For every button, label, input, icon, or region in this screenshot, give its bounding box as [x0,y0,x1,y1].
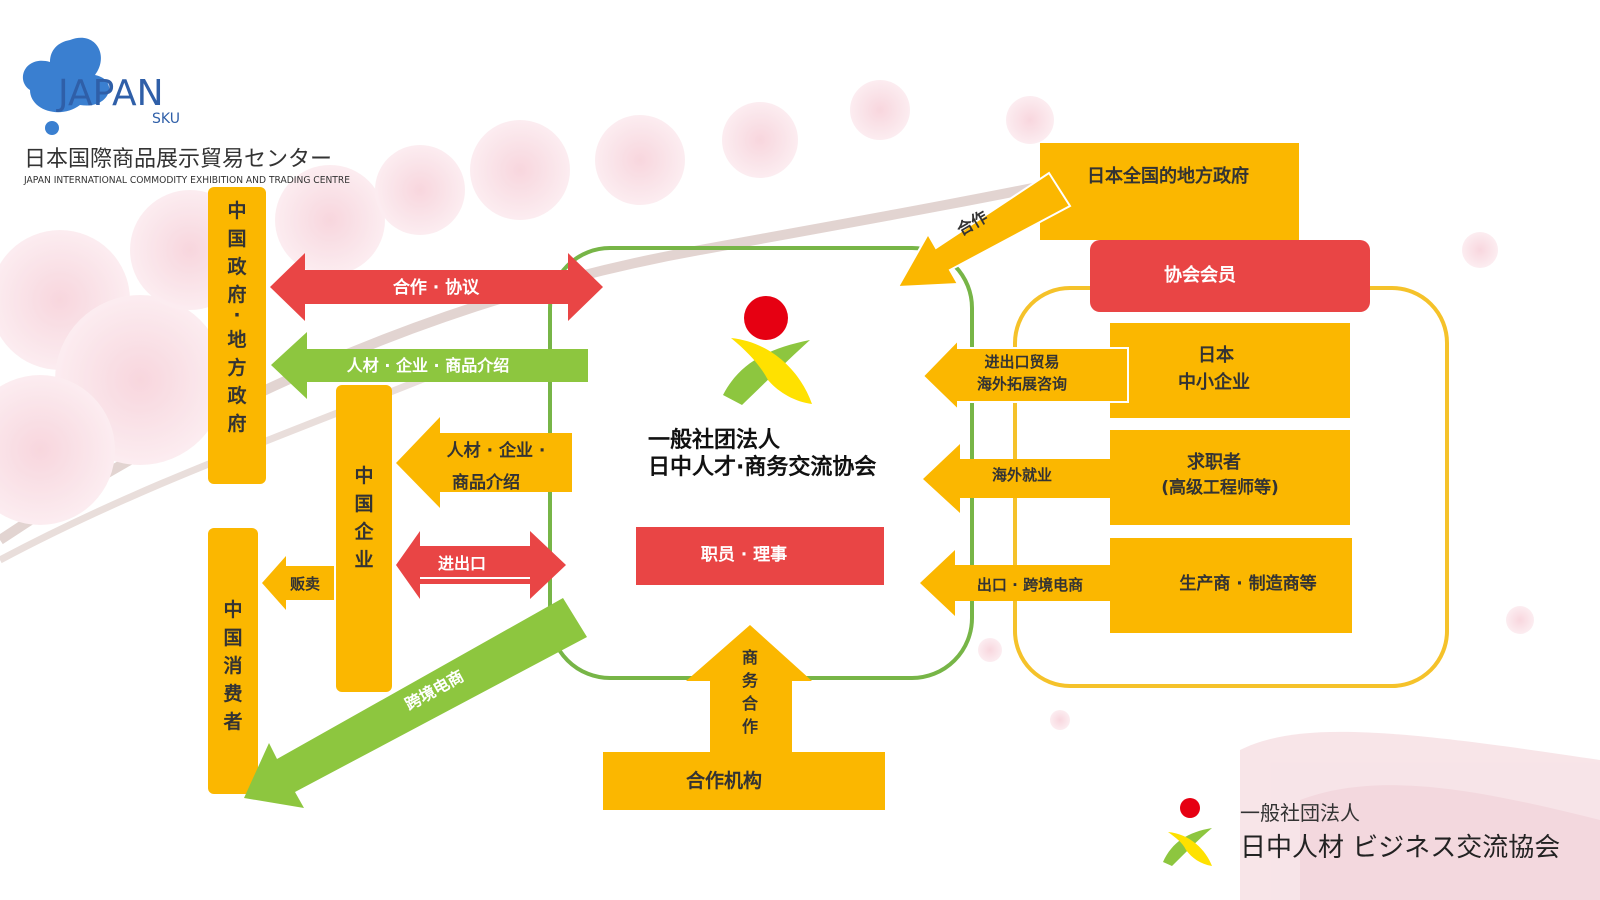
dot-logo-icon [45,121,59,135]
cooperation-agreement-arrow [270,253,603,321]
partner-org-label: 合作机构 [686,769,762,792]
export-ec-label: 出口 · 跨境电商 [977,576,1083,594]
china-consumer-label: 中国消费者 [223,598,242,733]
japan-sme-label-line2: 中小企业 [1178,371,1250,393]
china-consumer-box [208,528,258,794]
cooperation-agreement-label: 合作 · 协议 [393,277,480,298]
cooperation-japan-gov-arrow [896,171,1072,289]
trade-consult-label-line1: 进出口贸易 [984,353,1059,371]
association-name-line2: 日中人才·商务交流协会 [648,454,876,480]
footer-logo-icon [1163,798,1212,866]
export-ec-arrow [920,550,1135,616]
manufacturers-label: 生产商 · 制造商等 [1179,573,1316,594]
talent-intro-company-label-line1: 人材 · 企业 · [447,440,546,461]
members-title-box [1090,240,1370,312]
job-seeker-label-line2: (高级工程师等) [1161,477,1279,498]
trade-consult-label-line2: 海外拓展咨询 [977,375,1067,393]
footer-ribbon-decoration [1240,731,1600,900]
china-company-label: 中国企业 [353,464,374,571]
china-company-box [336,385,392,692]
association-logo-icon [723,296,812,405]
japan-local-gov-label: 日本全国的地方政府 [1087,165,1249,187]
talent-intro-company-arrow [396,417,572,508]
talent-intro-gov-arrow [271,332,588,399]
cross-border-ec-arrow [244,598,587,808]
staff-box [636,527,884,585]
drop-logo-icon [22,37,110,113]
import-export-arrow [396,531,566,599]
talent-intro-gov-label: 人材 · 企业 · 商品介绍 [347,356,509,375]
job-seeker-box [1110,430,1350,525]
partner-org-box [603,752,885,810]
top-logo: JAPAN SKU 日本国際商品展示貿易センター JAPAN INTERNATI… [22,37,350,186]
staff-label: 职员 · 理事 [701,545,787,565]
business-cooperation-label: 商务合作 [742,648,759,736]
manufacturers-box [1110,538,1352,633]
overseas-employment-arrow [923,444,1130,513]
logo-name-en: JAPAN INTERNATIONAL COMMODITY EXHIBITION… [23,175,350,186]
job-seeker-label-line1: 求职者 [1187,451,1241,473]
japan-sme-label-line1: 日本 [1198,344,1234,366]
japan-local-gov-box [1040,143,1299,240]
china-gov-label: 中国政府·地方政府 [227,199,247,435]
talent-intro-company-label-line2: 商品介绍 [452,472,520,493]
overseas-employment-label: 海外就业 [992,466,1052,484]
logo-brand: JAPAN [56,73,164,114]
sell-label: 贩卖 [290,575,320,593]
sell-arrow [262,556,334,610]
china-gov-box [208,187,266,484]
cherry-blossom-decoration [0,80,1534,730]
association-name-line1: 一般社团法人 [648,427,780,453]
footer-logo-line1: 一般社団法人 [1240,801,1360,825]
footer-logo-line2: 日中人材 ビジネス交流協会 [1240,833,1560,863]
logo-name-ja: 日本国際商品展示貿易センター [24,147,332,172]
japan-sme-box [1110,323,1350,418]
import-export-label: 进出口 [438,554,486,573]
business-cooperation-arrow [686,625,812,752]
logo-brand-sub: SKU [152,111,180,127]
members-title-label: 协会会员 [1164,264,1236,286]
trade-consult-arrow [921,337,1129,413]
